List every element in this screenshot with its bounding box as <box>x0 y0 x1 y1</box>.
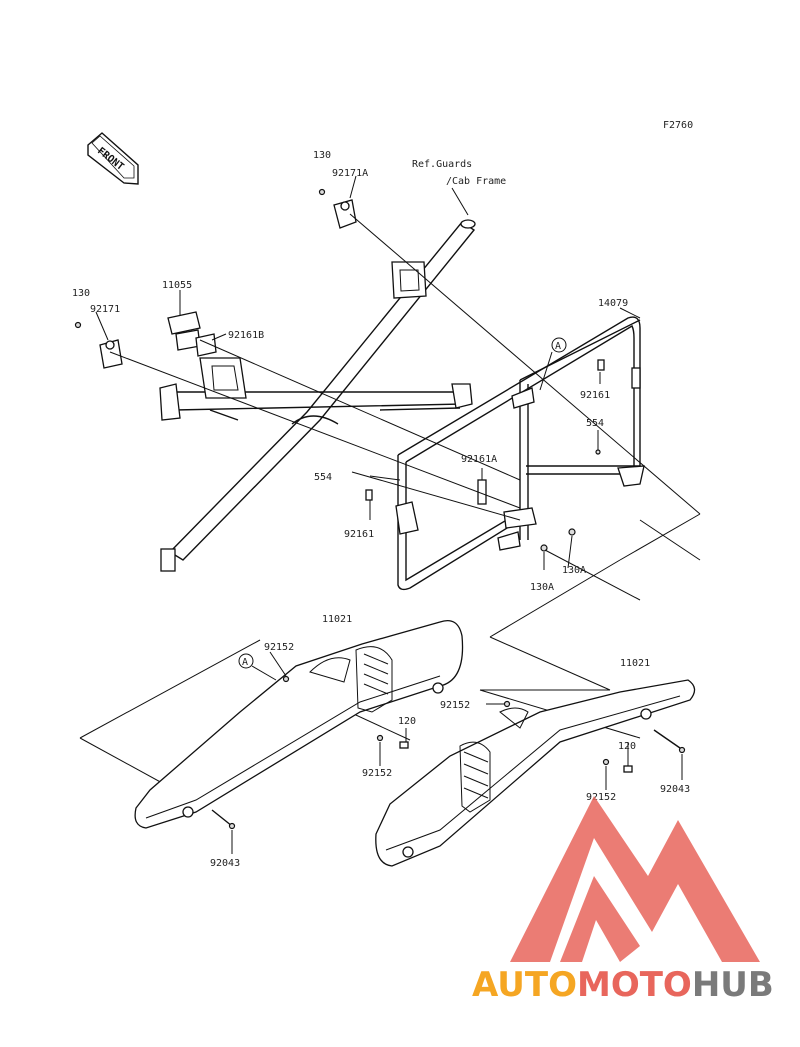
side-cover-right-11021 <box>375 679 696 867</box>
callout-554-right: 554 <box>586 418 604 429</box>
callout-130-top: 130 <box>313 150 331 161</box>
callout-92152-left-b: 92152 <box>362 768 392 779</box>
callout-leaders <box>95 175 683 854</box>
callout-92171a: 92171A <box>332 168 368 179</box>
side-cover-hardware <box>211 675 686 830</box>
watermark-part-moto: MOTO <box>577 965 692 1005</box>
callout-130a-1: 130A <box>562 565 586 576</box>
callout-92171: 92171 <box>90 304 120 315</box>
ref-note-line2: /Cab Frame <box>446 176 506 187</box>
ref-leader <box>451 187 469 216</box>
callout-120-left: 120 <box>398 716 416 727</box>
figure-code: F2760 <box>663 120 693 131</box>
ref-note-line1: Ref.Guards <box>412 159 472 170</box>
callout-92161-right: 92161 <box>580 390 610 401</box>
callout-130a-2: 130A <box>530 582 554 593</box>
svg-text:A: A <box>242 657 248 668</box>
callout-11021-right: 11021 <box>620 658 650 669</box>
callout-92161a: 92161A <box>461 454 497 465</box>
callout-130-left: 130 <box>72 288 90 299</box>
callout-92043-left: 92043 <box>210 858 240 869</box>
callout-120-right: 120 <box>618 741 636 752</box>
clamp-92171a <box>318 188 357 229</box>
spacer-92161b <box>195 333 217 357</box>
front-arrow-icon: FRONT <box>87 132 139 185</box>
watermark-logo <box>510 796 760 962</box>
clamp-92171 <box>74 321 123 369</box>
cab-frame-tubes <box>159 219 476 572</box>
ref-marker-a-bottom: A <box>238 653 254 669</box>
seat-support-rail-14079 <box>395 316 645 591</box>
callout-92161b: 92161B <box>228 330 264 341</box>
callout-554-left: 554 <box>314 472 332 483</box>
watermark-text: AUTOMOTOHUB <box>472 965 774 1005</box>
callout-92043-right: 92043 <box>660 784 690 795</box>
callout-14079: 14079 <box>598 298 628 309</box>
bracket-11055 <box>167 311 201 351</box>
watermark-part-auto: AUTO <box>472 965 577 1005</box>
callout-11021-left: 11021 <box>322 614 352 625</box>
ref-marker-a-top: A <box>539 337 567 391</box>
callout-11055: 11055 <box>162 280 192 291</box>
part-callouts: 130 92171A 130 92171 11055 92161B 14079 … <box>72 150 690 869</box>
callout-92152-right-a: 92152 <box>440 700 470 711</box>
callout-92161-left: 92161 <box>344 529 374 540</box>
callout-92152-left-a: 92152 <box>264 642 294 653</box>
side-cover-left-11021 <box>134 619 464 829</box>
callout-92152-right-b: 92152 <box>586 792 616 803</box>
svg-text:A: A <box>555 341 561 352</box>
watermark-part-hub: HUB <box>692 965 774 1005</box>
